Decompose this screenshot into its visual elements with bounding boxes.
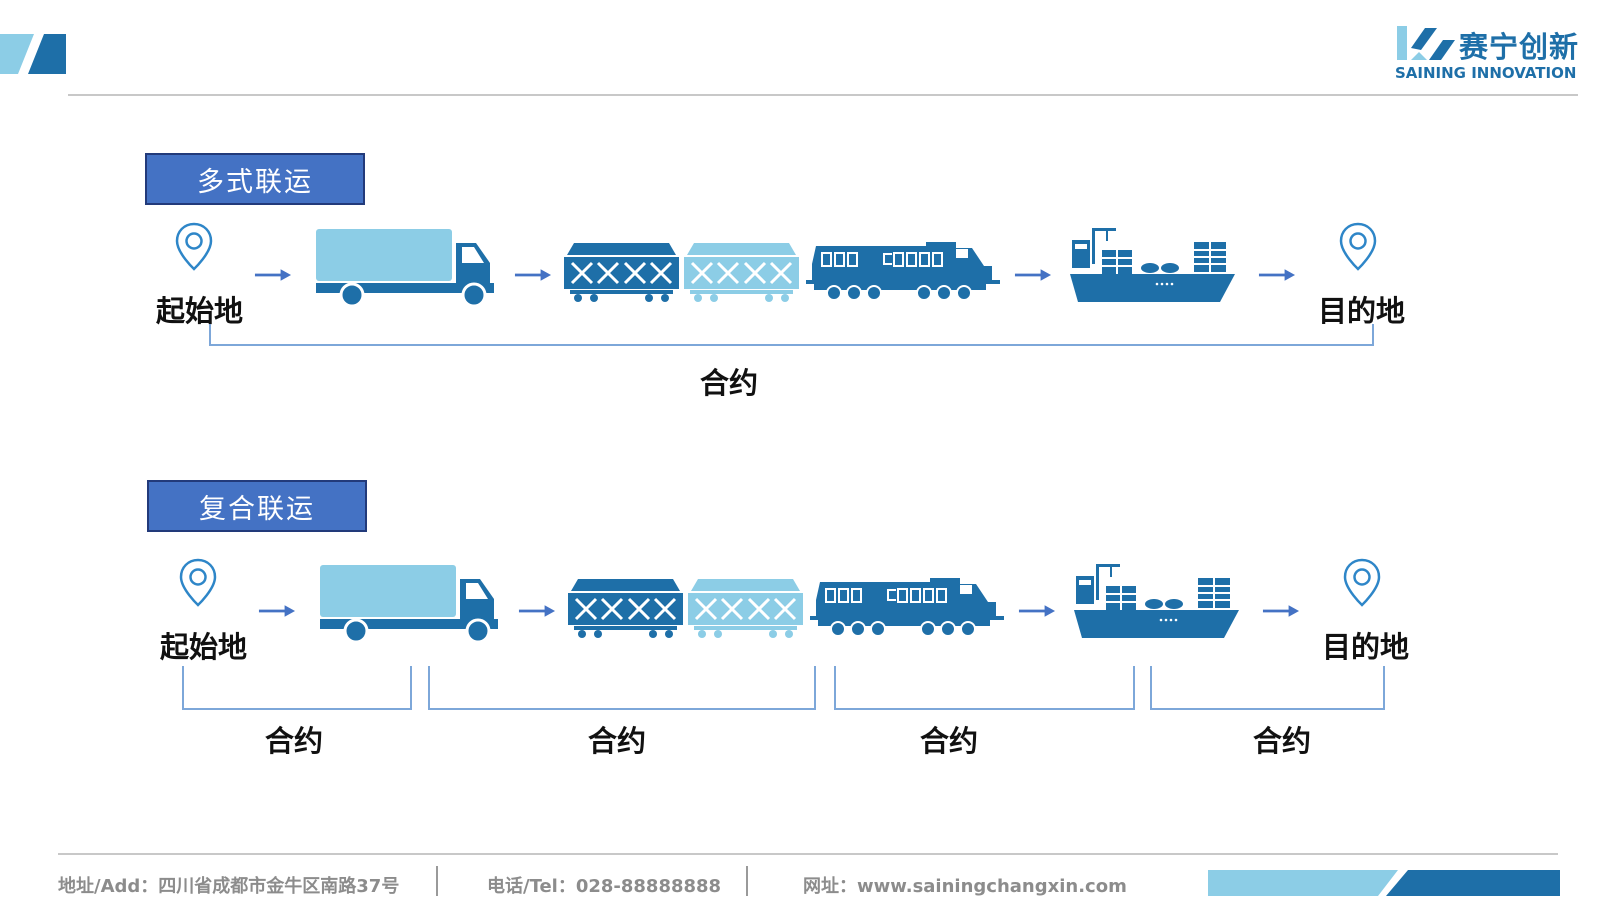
contract-label: 合约 bbox=[1253, 724, 1312, 758]
destination-label: 目的地 bbox=[1318, 294, 1406, 328]
destination-label: 目的地 bbox=[1322, 630, 1410, 664]
brand-name-cn: 赛宁创新 bbox=[1459, 30, 1580, 64]
section-title-combined: 复合联运 bbox=[147, 480, 367, 532]
arrow-right-icon bbox=[258, 604, 296, 618]
origin-pin-icon bbox=[178, 558, 218, 608]
freight-car-icon bbox=[688, 579, 803, 639]
contract-bracket bbox=[428, 666, 816, 710]
arrow-right-icon bbox=[514, 268, 552, 282]
contract-label: 合约 bbox=[700, 366, 759, 400]
footer-divider bbox=[58, 853, 1558, 855]
footer-separator bbox=[436, 866, 438, 896]
arrow-right-icon bbox=[1258, 268, 1296, 282]
freight-car-icon bbox=[568, 579, 683, 639]
locomotive-icon bbox=[810, 576, 1005, 638]
destination-pin-icon bbox=[1342, 558, 1382, 608]
brand-mark-icon bbox=[1397, 26, 1455, 60]
contract-label: 合约 bbox=[588, 724, 647, 758]
origin-pin-icon bbox=[174, 222, 214, 272]
freight-car-icon bbox=[684, 243, 799, 303]
footer-address: 地址/Add：四川省成都市金牛区南路37号 bbox=[58, 876, 400, 897]
locomotive-icon bbox=[806, 240, 1001, 302]
truck-icon bbox=[314, 229, 499, 309]
header-divider bbox=[68, 94, 1578, 96]
freight-car-icon bbox=[564, 243, 679, 303]
footer-accent-bar bbox=[1208, 870, 1560, 896]
footer-website: 网址：www.sainingchangxin.com bbox=[803, 876, 1127, 897]
truck-icon bbox=[318, 565, 503, 645]
contract-bracket bbox=[182, 666, 412, 710]
arrow-right-icon bbox=[1014, 268, 1052, 282]
destination-pin-icon bbox=[1338, 222, 1378, 272]
origin-label: 起始地 bbox=[156, 294, 244, 328]
arrow-right-icon bbox=[1018, 604, 1056, 618]
contract-label: 合约 bbox=[920, 724, 979, 758]
brand-logo: 赛宁创新 SAINING INNOVATION bbox=[1395, 24, 1580, 86]
arrow-right-icon bbox=[1262, 604, 1300, 618]
origin-label: 起始地 bbox=[160, 630, 248, 664]
footer-separator bbox=[746, 866, 748, 896]
contract-label: 合约 bbox=[265, 724, 324, 758]
brand-name-en: SAINING INNOVATION bbox=[1395, 64, 1577, 82]
arrow-right-icon bbox=[254, 268, 292, 282]
cargo-ship-icon bbox=[1074, 564, 1239, 644]
contract-bracket bbox=[209, 324, 1374, 346]
footer-tel: 电话/Tel：028-88888888 bbox=[487, 876, 722, 897]
corner-accent-logo bbox=[0, 34, 66, 74]
section-title-multimodal: 多式联运 bbox=[145, 153, 365, 205]
contract-bracket bbox=[834, 666, 1135, 710]
arrow-right-icon bbox=[518, 604, 556, 618]
cargo-ship-icon bbox=[1070, 228, 1235, 308]
contract-bracket bbox=[1150, 666, 1385, 710]
